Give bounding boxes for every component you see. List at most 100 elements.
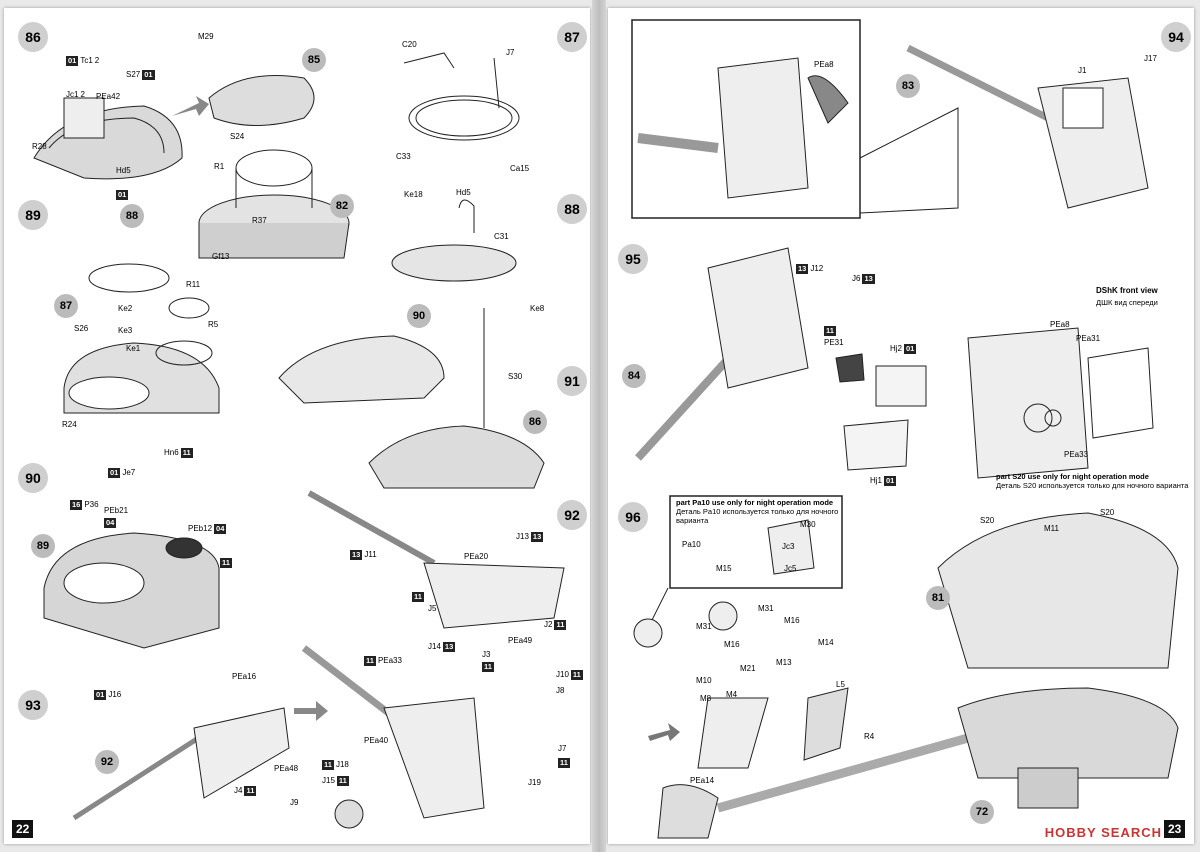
part-label-pea49: PEa49: [508, 636, 533, 645]
subassembly-88: 88: [120, 204, 144, 228]
part-label-m30: M30: [800, 520, 816, 529]
step-89: 89: [18, 200, 48, 230]
part-label-j16: 01 J16: [94, 690, 122, 700]
part-label-p36: 16 P36: [70, 500, 99, 510]
part-label-r28: R28: [32, 142, 47, 151]
part-label-m21: M21: [740, 664, 756, 673]
note-pa10: part Pa10 use only for night operation m…: [676, 498, 846, 525]
step-94: 94: [1161, 22, 1191, 52]
part-label-l5: L5: [836, 680, 845, 689]
part-label-r24: R24: [62, 420, 77, 429]
watermark-logo: HOBBY SEARCH: [1044, 825, 1162, 840]
sprue-box-01: 01: [116, 190, 129, 200]
part-label-m16: M16: [784, 616, 800, 625]
part-label-j3: J3: [482, 650, 491, 659]
step-95: 95: [618, 244, 648, 274]
part-label-tc1: 01 Tc1 2: [66, 56, 100, 66]
part-label-pe31: PE31: [824, 338, 844, 347]
part-label-m8: M8: [700, 694, 712, 703]
part-label-s20b: S20: [1100, 508, 1115, 517]
part-label-hj1: Hj1 01: [870, 476, 897, 486]
note-s20-en: part S20 use only for night operation mo…: [996, 472, 1149, 481]
part-label-hj2: Hj2 01: [890, 344, 917, 354]
subassembly-92: 92: [95, 750, 119, 774]
part-label-r11: R11: [186, 280, 201, 289]
part-label-j19: J19: [528, 778, 541, 787]
part-label-hn6: Hn6 11: [164, 448, 193, 458]
step-87: 87: [557, 22, 587, 52]
subassembly-86: 86: [523, 410, 547, 434]
subassembly-84: 84: [622, 364, 646, 388]
step-96: 96: [618, 502, 648, 532]
subassembly-89: 89: [31, 534, 55, 558]
part-label-gf13: Gf13: [212, 252, 230, 261]
subassembly-82: 82: [330, 194, 354, 218]
part-label-j8: J8: [556, 686, 565, 695]
subassembly-81: 81: [926, 586, 950, 610]
part-label-peb12: PEb12 04: [188, 524, 227, 534]
step-88: 88: [557, 194, 587, 224]
part-label-m31: M31: [758, 604, 774, 613]
step-90: 90: [18, 463, 48, 493]
part-label-jc5: Jc5: [784, 564, 797, 573]
part-label-j5: J5: [428, 604, 437, 613]
note-pa10-en: part Pa10 use only for night operation m…: [676, 498, 834, 507]
page-number-left: 22: [12, 820, 34, 838]
part-label-s27: S27 01: [126, 70, 155, 80]
part-label-j4: J4 11: [234, 786, 257, 796]
part-label-m10: M10: [696, 676, 712, 685]
part-label-m15: M15: [716, 564, 732, 573]
subassembly-85: 85: [302, 48, 326, 72]
subassembly-83: 83: [896, 74, 920, 98]
step-92: 92: [557, 500, 587, 530]
page-number-right: 23: [1164, 820, 1186, 838]
part-label-j2: J2 11: [544, 620, 567, 630]
sprue-box-11d: 11: [558, 758, 570, 768]
part-label-peb21: PEb21: [104, 506, 129, 515]
note-s20: part S20 use only for night operation mo…: [996, 472, 1192, 490]
part-label-ke2: Ke2: [118, 304, 133, 313]
part-label-jc3: Jc3: [782, 542, 795, 551]
part-label-j7b: J7: [558, 744, 567, 753]
part-label-pea42: PEa42: [96, 92, 121, 101]
part-label-j6: J6 13: [852, 274, 875, 284]
part-label-j11: 13 J11: [350, 550, 377, 560]
part-label-r4: R4: [864, 732, 875, 741]
part-label-s30: S30: [508, 372, 523, 381]
sprue-box-04: 04: [104, 518, 117, 528]
sprue-box: 01: [66, 56, 79, 66]
part-label-r5: R5: [208, 320, 219, 329]
part-label-j12: 13 J12: [796, 264, 824, 274]
part-label-m14: M14: [818, 638, 834, 647]
part-label-pa10: Pa10: [682, 540, 701, 549]
part-label-ca15: Ca15: [510, 164, 530, 173]
part-label-r37: R37: [252, 216, 267, 225]
step-86: 86: [18, 22, 48, 52]
subassembly-90: 90: [407, 304, 431, 328]
part-label-j14: J14 13: [428, 642, 456, 652]
instruction-page-right: 94 95 96 83 84 81 72 PEa8 J1 J17 13 J12 …: [608, 8, 1194, 844]
part-label-c33: C33: [396, 152, 411, 161]
part-label-m4: M4: [726, 690, 738, 699]
part-label-pea33: 11 PEa33: [364, 656, 402, 666]
subassembly-72: 72: [970, 800, 994, 824]
part-label-j13: J13 13: [516, 532, 544, 542]
part-label-hd5b: Hd5: [456, 188, 471, 197]
part-label-m31b: M31: [696, 622, 712, 631]
part-label-pea14: PEa14: [690, 776, 715, 785]
step-91: 91: [557, 366, 587, 396]
part-label-pea33r: PEa33: [1064, 450, 1089, 459]
sprue-box-11: 11: [220, 558, 232, 568]
part-label-ke8: Ke8: [530, 304, 545, 313]
sprue-box-11r: 11: [824, 326, 836, 336]
part-label-r1: R1: [214, 162, 225, 171]
part-label-pea16: PEa16: [232, 672, 257, 681]
part-label-ke1: Ke1: [126, 344, 141, 353]
part-label-c31: C31: [494, 232, 509, 241]
note-s20-ru: Деталь S20 используется только для ночно…: [996, 481, 1189, 490]
dshk-view-title: DShK front view: [1096, 286, 1158, 295]
part-label-jc1: Jc1 2: [66, 90, 85, 99]
part-label-j17: J17: [1144, 54, 1157, 63]
part-label-ke3: Ke3: [118, 326, 133, 335]
part-label-j1: J1: [1078, 66, 1087, 75]
